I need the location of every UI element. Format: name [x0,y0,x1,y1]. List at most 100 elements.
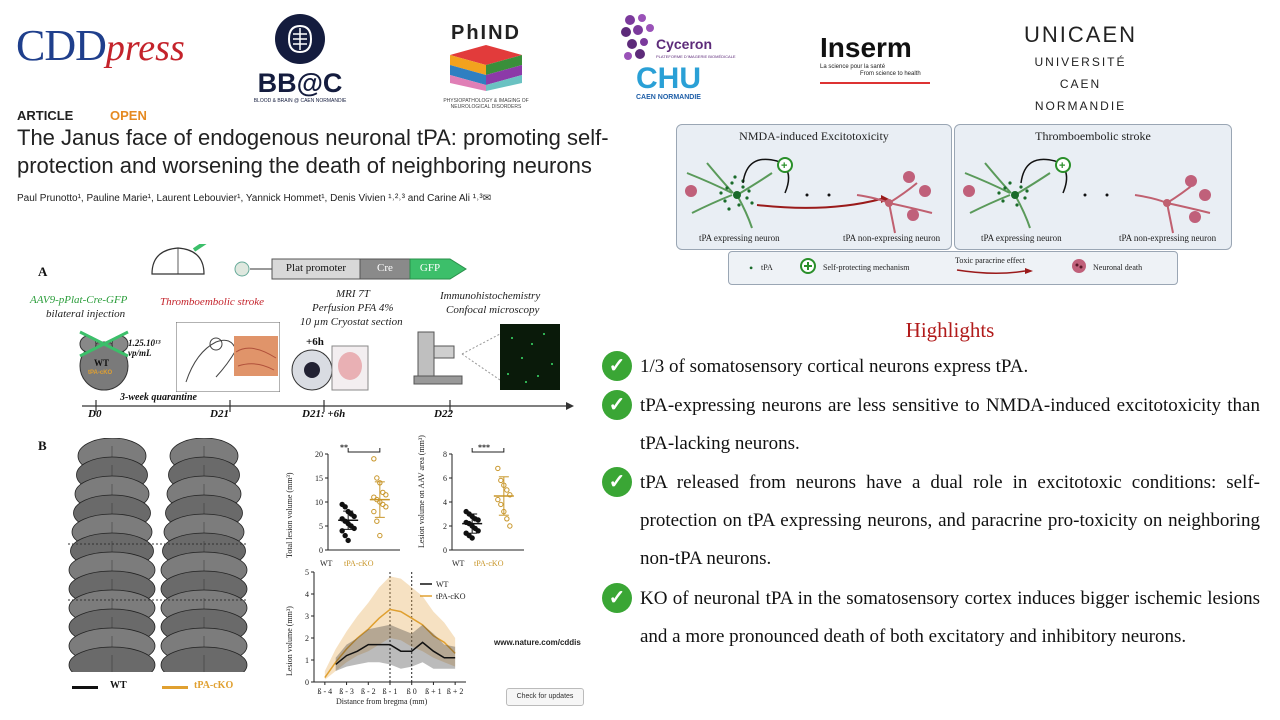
quarantine-label: 3-week quarantine [120,392,197,403]
inserm-underline [820,82,930,84]
data-point [504,516,510,522]
abstract-stroke-non-expressing-label: tPA non-expressing neuron [1119,233,1217,243]
timeline-axis [82,400,574,412]
unicaen-sub3: NORMANDIE [1034,99,1127,113]
y-tick-label: 8 [443,450,447,459]
data-point [377,480,383,486]
cdd-press-logo: CDDpress [16,20,185,71]
data-point [345,537,351,544]
bbc-sub: BLOOD & BRAIN @ CAEN NORMANDIE [253,98,347,104]
panel-a-label: A [38,264,48,279]
construct-gfp: GFP [419,262,441,274]
inserm-name: Inserm [820,32,912,63]
confocal-label: Confocal microscopy [446,304,540,316]
chart2-significance: *** [478,443,490,452]
bbc-name: BB@C [257,68,343,98]
highlight-item: ✓ 1/3 of somatosensory cortical neurons … [602,348,1262,386]
y-tick-label: 0 [443,546,447,555]
check-icon: ✓ [602,390,632,420]
highlight-text: tPA released from neurons have a dual ro… [640,472,1260,569]
data-point [339,528,345,534]
article-type-label: ARTICLE [17,108,74,123]
data-point [371,494,377,500]
data-point [495,465,501,472]
chart3-legend-wt: WT [436,580,449,589]
y-tick-label: 0 [305,678,309,687]
data-point [501,508,507,515]
check-updates-button[interactable]: Check for updates [506,688,584,706]
unicaen-sub1: UNIVERSITÉ [1034,55,1127,69]
abstract-stroke-expressing-label: tPA expressing neuron [981,233,1062,243]
chart1-cat-ko: tPA-cKO [344,559,374,568]
x-tick-label: ß + 2 [447,687,464,696]
chu-sub: CAEN NORMANDIE [636,94,701,101]
legend-wt-label: WT [110,680,127,691]
check-icon: ✓ [602,467,632,497]
cyceron-sub: PLATEFORME D'IMAGERIE BIOMÉDICALE [656,54,736,59]
inserm-logo: Inserm La science pour la santé From sci… [820,32,930,84]
nmda-neurons-illustration: + [685,157,933,234]
neuronal-death-icon [1071,258,1087,276]
data-point [475,517,481,523]
data-point [495,496,501,503]
legend-ko-swatch [162,686,188,689]
chart3-legend-ko: tPA-cKO [436,592,466,601]
data-point [351,525,357,532]
tpa-dot-icon: • [749,261,754,275]
data-point [507,523,513,529]
svg-text:+: + [781,160,787,172]
y-tick-label: 3 [305,612,309,621]
perfusion-label: Perfusion PFA 4% [312,302,394,314]
abstract-panel-nmda: NMDA-induced Excitotoxicity + tPA expres… [676,124,952,250]
abstract-panel-nmda-title: NMDA-induced Excitotoxicity [739,129,889,143]
legend-ko-label: tPA-cKO [194,680,234,691]
data-point [377,532,383,539]
x-tick-label: ß - 4 [318,687,333,696]
data-point [351,513,357,520]
article-title: The Janus face of endogenous neuronal tP… [17,125,609,178]
inserm-sub1: La science pour la santé [820,64,886,70]
stroke-neurons-illustration: + [963,157,1211,234]
series-line [335,641,456,665]
mri-slice-guides [68,543,248,601]
phind-sub: PHYSIOPATHOLOGY & IMAGING OF NEUROLOGICA… [443,98,529,110]
y-tick-label: 5 [305,568,309,577]
phind-cube-icon [450,45,522,91]
abstract-nmda-expressing-label: tPA expressing neuron [699,233,780,243]
cyceron-name: Cyceron [656,36,713,52]
significance-bracket [471,448,505,453]
y-tick-label: 2 [443,522,447,531]
x-tick-label: ß - 2 [361,687,376,696]
mouse-icon [79,330,129,391]
abstract-panel-stroke: Thromboembolic stroke + tPA expressing n… [954,124,1232,250]
data-point [371,456,377,462]
construct-cre: Cre [377,262,393,274]
injection-label: bilateral injection [46,308,126,320]
unicaen-logo: UNICAEN UNIVERSITÉ CAEN NORMANDIE [1024,22,1137,114]
mouse-wt-label: WT [94,358,110,368]
dose-label: 1.25.10¹³ vp/mL [128,338,161,358]
chart1-cat-wt: WT [320,559,333,568]
article-authors: Paul Prunotto¹, Pauline Marie¹, Laurent … [17,193,492,204]
data-point [374,518,380,524]
unicaen-sub2: CAEN [1059,77,1102,91]
y-tick-label: 10 [315,498,323,507]
plus-6h-label: +6h [306,336,324,348]
highlight-item: ✓ KO of neuronal tPA in the somatosensor… [602,580,1262,694]
timeline-d0: D0 [88,408,102,420]
y-tick-label: 2 [305,634,309,643]
chart2-cat-ko: tPA-cKO [474,559,504,568]
data-point [380,501,386,508]
legend-tpa: tPA [761,263,773,272]
chart1-significance: ** [340,443,348,452]
abstract-legend: • tPA Self-protecting mechanism Toxic pa… [728,251,1178,285]
self-protect-icon [799,257,817,277]
data-point [469,535,475,541]
chu-name: CHU [636,62,701,95]
data-point [475,528,481,534]
chu-logo: CHU CAEN NORMANDIE [636,62,701,102]
highlight-text: 1/3 of somatosensory cortical neurons ex… [640,356,1029,377]
y-tick-label: 0 [319,546,323,555]
panel-b-label: B [38,438,47,453]
